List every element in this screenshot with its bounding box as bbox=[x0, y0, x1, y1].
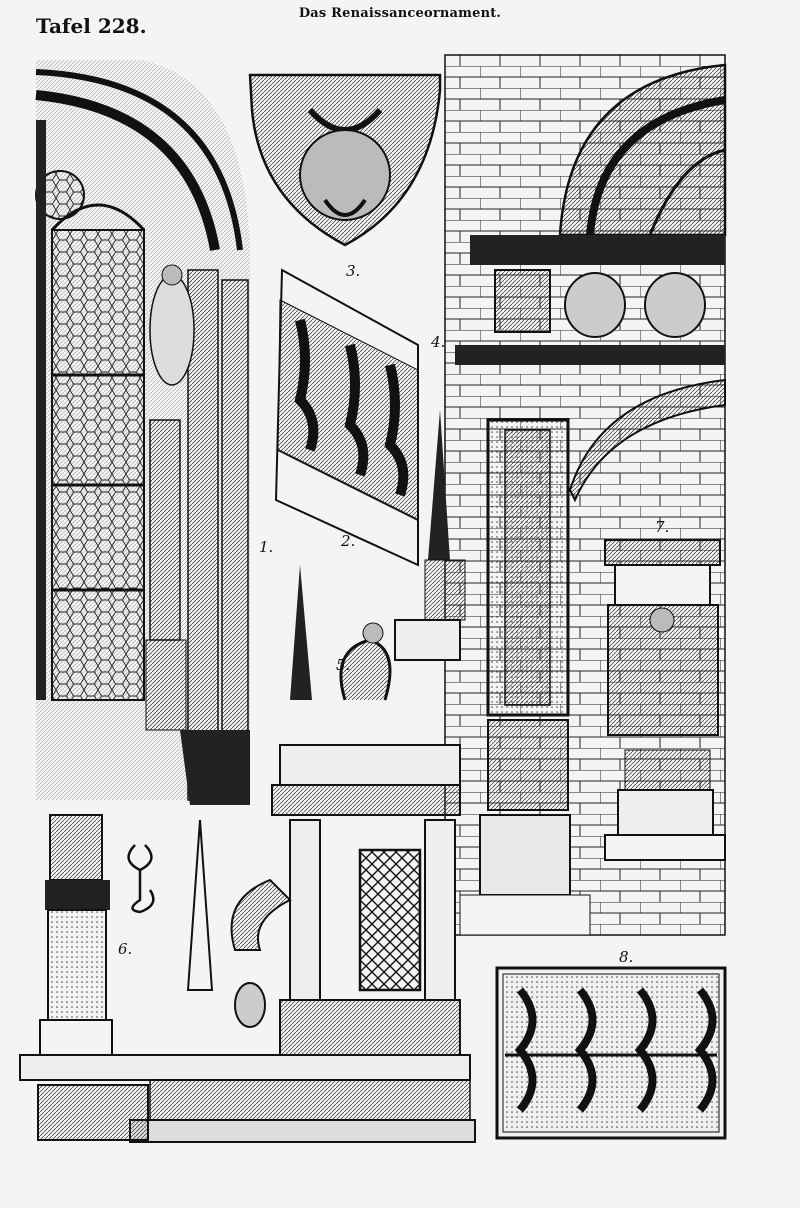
figure-label-8: 8. bbox=[619, 948, 634, 966]
figure-2-frieze bbox=[274, 268, 419, 567]
figure-4-portal bbox=[444, 54, 727, 936]
figure-label-6: 6. bbox=[118, 940, 133, 958]
plate-number: Tafel 228. bbox=[36, 14, 147, 38]
figure-8-panel bbox=[495, 966, 727, 1140]
figure-label-1: 1. bbox=[259, 538, 274, 556]
figure-1-window bbox=[35, 60, 250, 810]
figure-label-3: 3. bbox=[346, 262, 361, 280]
figure-7-column bbox=[604, 539, 726, 861]
figure-5-altar bbox=[19, 410, 476, 1143]
figure-6-column bbox=[37, 814, 155, 1141]
figure-label-4: 4. bbox=[431, 333, 446, 351]
figure-label-5: 5. bbox=[336, 656, 351, 674]
figure-label-7: 7. bbox=[655, 518, 670, 536]
figure-3-shield bbox=[248, 73, 442, 247]
figure-label-2: 2. bbox=[341, 532, 356, 550]
running-title: Das Renaissanceornament. bbox=[298, 6, 502, 21]
